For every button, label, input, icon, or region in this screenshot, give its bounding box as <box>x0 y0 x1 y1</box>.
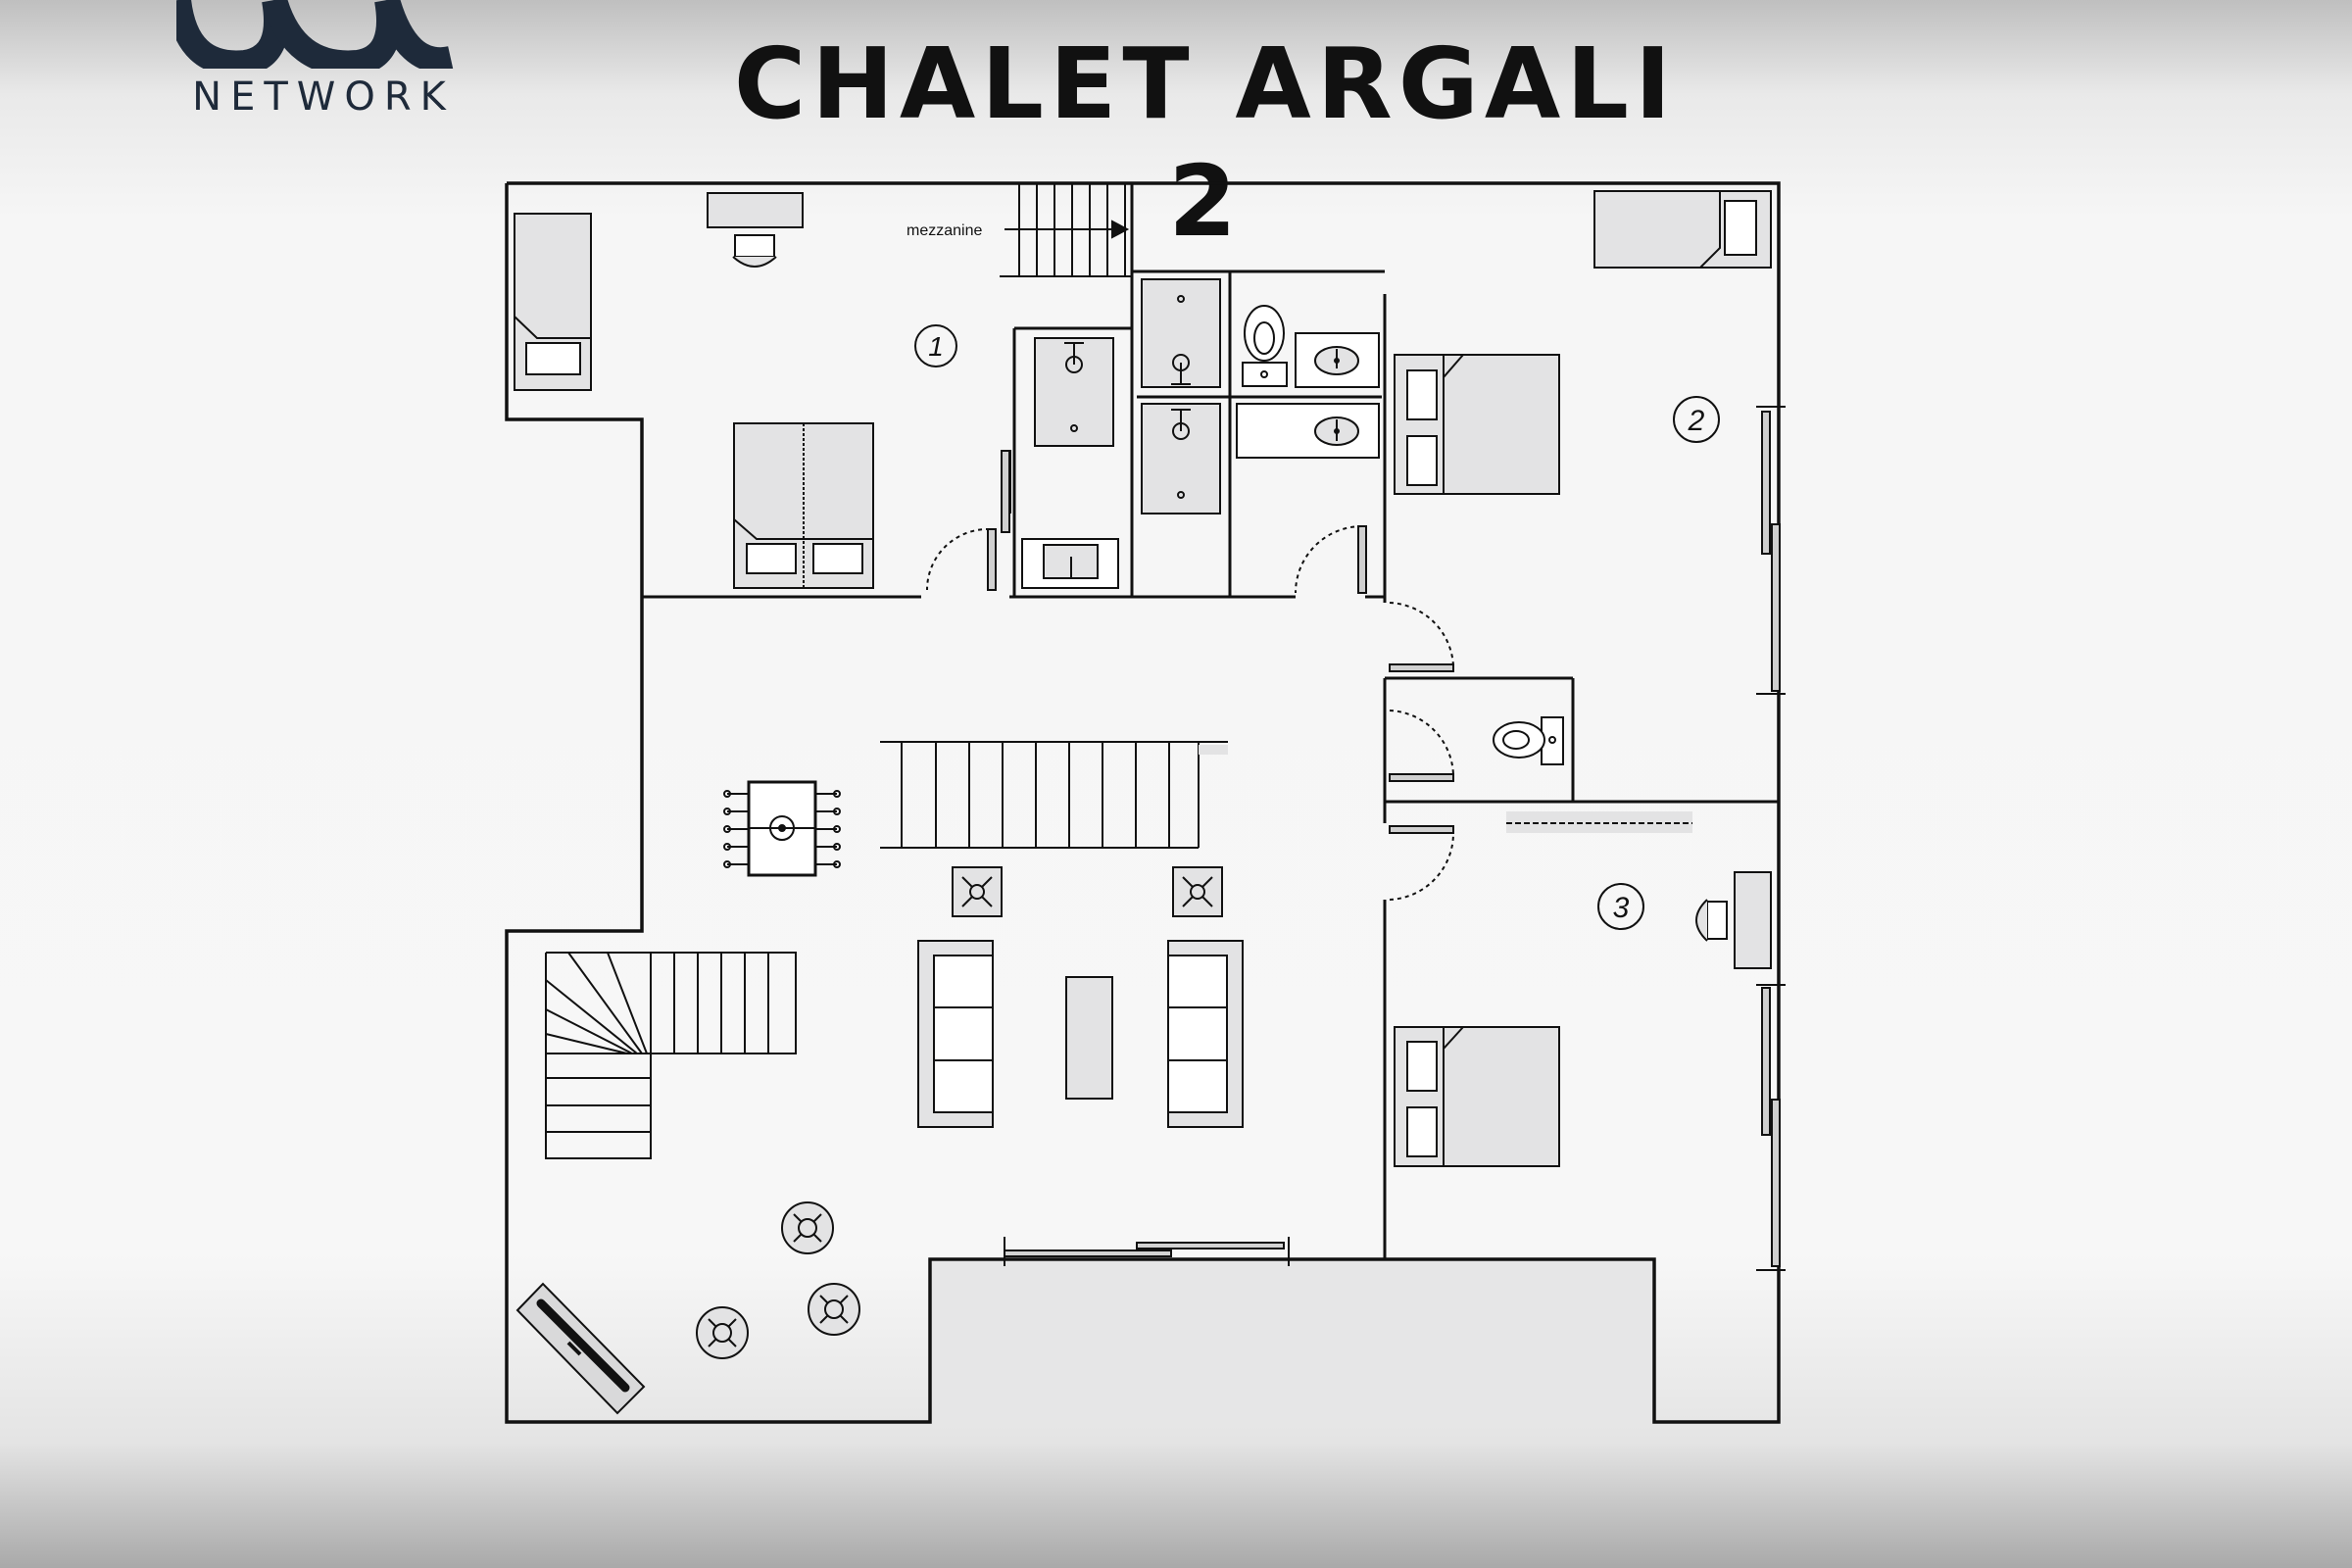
stool-icon <box>781 1201 834 1254</box>
room-number-badge <box>914 324 957 368</box>
exterior-walls <box>505 181 1781 1424</box>
shower-icon <box>1034 337 1114 447</box>
desk-icon <box>1734 871 1772 969</box>
side-table-icon <box>1172 866 1223 917</box>
page-title: CHALET ARGALI 2 <box>733 26 1678 259</box>
toilet-icon <box>1493 716 1564 765</box>
shower-icon <box>1141 403 1221 514</box>
interior-walls <box>642 183 1779 1259</box>
east-windows <box>1756 406 1786 1271</box>
coffee-table-icon <box>1065 976 1113 1100</box>
bed-icon <box>733 422 874 589</box>
room-number-2: 2 <box>1688 405 1705 437</box>
room-number-1: 1 <box>928 331 944 362</box>
desk-icon <box>707 192 804 228</box>
logo-mark <box>176 0 454 69</box>
brand-logo: NETWORK <box>157 0 490 127</box>
staircase-icon <box>545 952 797 1159</box>
bed-icon <box>1394 354 1560 495</box>
room-number-badge <box>1673 396 1720 443</box>
stool-icon <box>808 1283 860 1336</box>
bed-icon <box>1394 1026 1560 1167</box>
staircase-icon <box>1000 183 1132 277</box>
bed-icon <box>514 213 592 391</box>
chair-icon <box>1695 899 1728 942</box>
sofa-icon <box>1167 940 1244 1128</box>
room-number-badge <box>1597 883 1644 930</box>
sofa-icon <box>917 940 994 1128</box>
wardrobe-rail <box>1506 811 1692 833</box>
terrace-area <box>932 1261 1652 1420</box>
side-table-icon <box>952 866 1003 917</box>
foosball-table-icon <box>723 780 841 877</box>
mezzanine-label: mezzanine <box>906 222 982 239</box>
room-number-3: 3 <box>1613 892 1630 924</box>
sink-icon <box>1021 538 1119 589</box>
bathroom-door[interactable] <box>1001 450 1010 533</box>
toilet-icon <box>1242 305 1288 387</box>
chair-icon <box>732 234 777 268</box>
sliding-door-south[interactable] <box>1004 1237 1290 1266</box>
shower-icon <box>1141 278 1221 388</box>
sink-icon <box>1295 332 1380 388</box>
sink-icon <box>1236 403 1380 459</box>
logo-text: NETWORK <box>192 74 455 120</box>
staircase-icon <box>880 741 1228 849</box>
tv-icon <box>515 1282 646 1415</box>
bed-icon <box>1593 190 1772 269</box>
stool-icon <box>696 1306 749 1359</box>
